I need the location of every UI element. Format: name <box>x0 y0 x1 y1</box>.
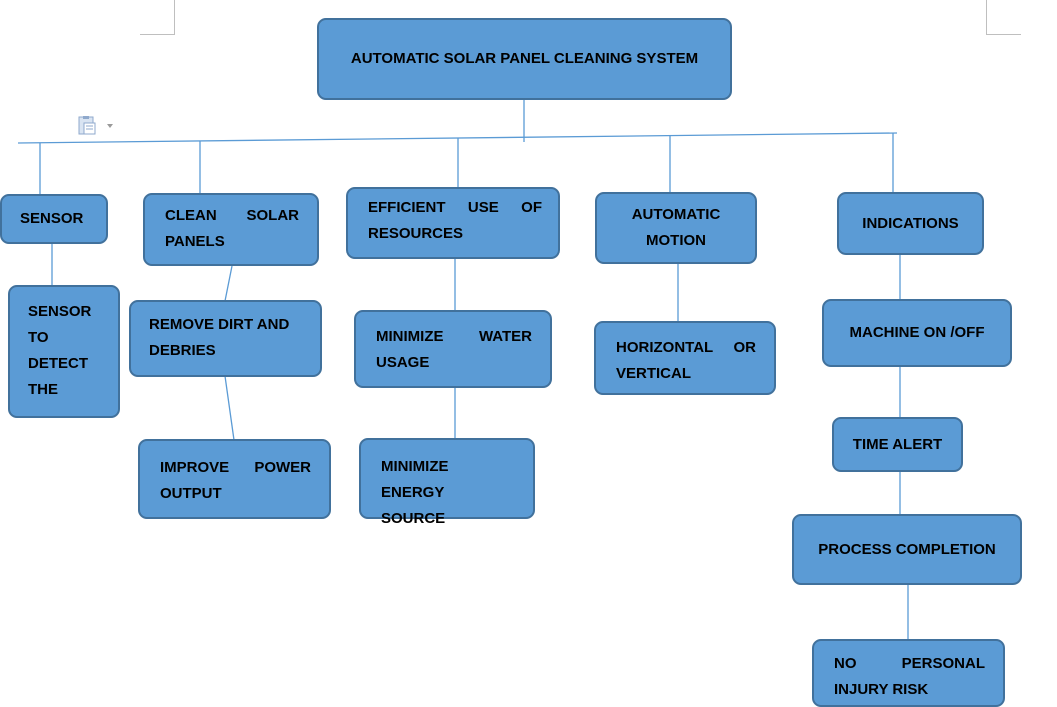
node-improve-power: IMPROVE POWER OUTPUT <box>138 439 331 519</box>
node-minimize-water: MINIMIZE WATER USAGE <box>354 310 552 388</box>
crop-mark-top-left <box>140 0 175 35</box>
link-remove-improve <box>224 375 235 441</box>
node-machine-on-off: MACHINE ON /OFF <box>822 299 1012 367</box>
node-automatic-motion: AUTOMATIC MOTION <box>595 192 757 264</box>
node-efficient-use: EFFICIENT USE OF RESOURCES <box>346 187 560 259</box>
paste-options-icon[interactable] <box>78 116 118 136</box>
link-clean-remove <box>224 265 233 302</box>
node-minimize-energy: MINIMIZE ENERGY SOURCE <box>359 438 535 527</box>
node-clean-solar-panels: CLEAN SOLAR PANELS <box>143 193 319 266</box>
node-time-alert: TIME ALERT <box>832 417 963 472</box>
node-process-completion: PROCESS COMPLETION <box>792 514 1022 585</box>
node-sensor-detect: SENSOR TO DETECT THE <box>8 285 120 418</box>
node-sensor: SENSOR <box>0 194 108 244</box>
node-no-personal-injury: NO PERSONAL INJURY RISK <box>812 639 1005 707</box>
node-indications: INDICATIONS <box>837 192 984 255</box>
crop-mark-top-right <box>986 0 1021 35</box>
node-horizontal-vertical: HORIZONTAL OR VERTICAL <box>594 321 776 395</box>
node-remove-dirt: REMOVE DIRT AND DEBRIES <box>129 300 322 377</box>
root-node: AUTOMATIC SOLAR PANEL CLEANING SYSTEM <box>317 18 732 100</box>
